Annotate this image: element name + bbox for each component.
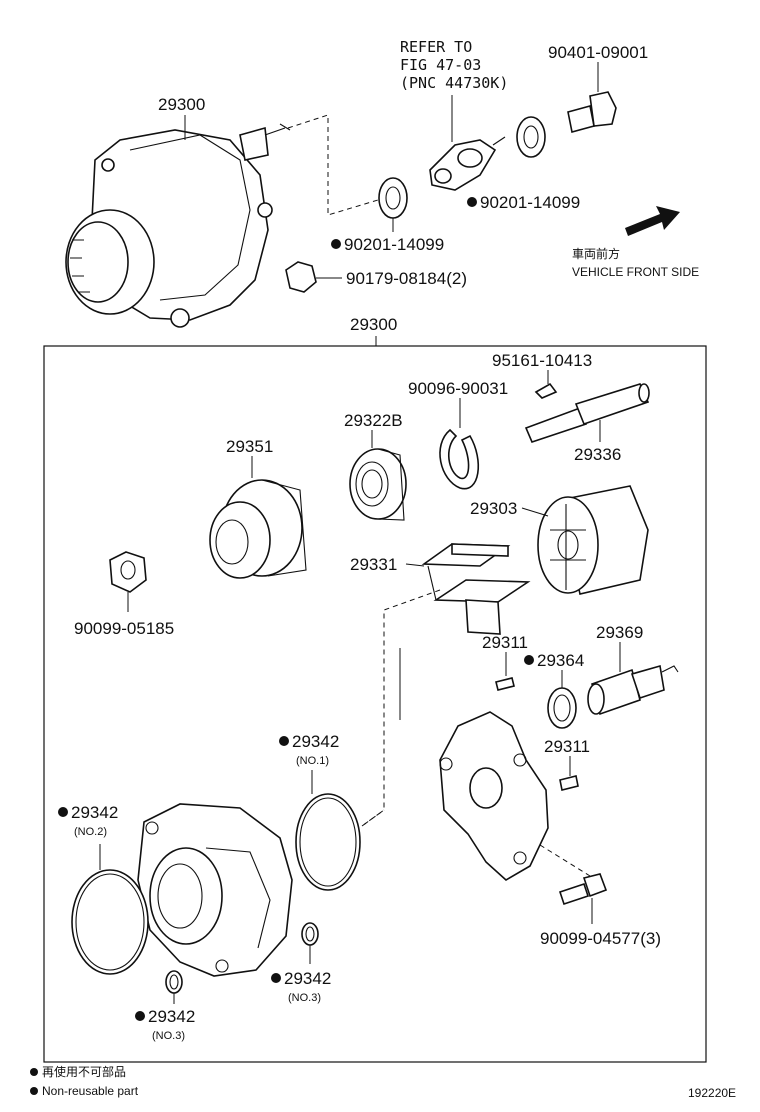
bolt-90401 <box>567 91 617 133</box>
direction-label-jp: 車両前方 <box>572 246 620 261</box>
nut-90179 <box>285 261 317 293</box>
label-90096: 90096-90031 <box>408 379 508 398</box>
rotor-29303 <box>537 485 649 595</box>
guide-line-upper <box>287 114 379 216</box>
sublabel-no3a: (NO.3) <box>288 992 321 1004</box>
legend-dot-icon <box>30 1068 38 1076</box>
o-ring-29364 <box>547 687 577 729</box>
legend-en: Non-reusable part <box>42 1084 139 1098</box>
end-cover-plate <box>439 711 549 881</box>
gear-29351 <box>209 479 307 579</box>
label-29342-no2: 29342 <box>71 803 118 822</box>
bolt-90099-04577 <box>558 873 608 906</box>
assembly-frame <box>43 345 707 1063</box>
front-direction-arrow-icon <box>625 206 680 236</box>
o-ring-29342-no1 <box>295 793 361 891</box>
key-95161 <box>534 382 558 399</box>
non-reusable-dot <box>331 239 341 249</box>
label-29342-no3a: 29342 <box>284 969 331 988</box>
non-reusable-dot <box>467 197 477 207</box>
label-90099-05185: 90099-05185 <box>74 619 174 638</box>
refer-note-line2: FIG 47-03 <box>400 56 481 74</box>
label-90179: 90179-08184(2) <box>346 269 467 288</box>
label-29311-a: 29311 <box>482 633 528 652</box>
shaft-29336 <box>524 383 650 443</box>
label-90201-b: 90201-14099 <box>480 193 580 212</box>
pump-housing <box>137 803 293 977</box>
figure-code: 192220E <box>688 1086 736 1100</box>
refer-note-line1: REFER TO <box>400 38 472 56</box>
snap-ring-90096 <box>439 428 480 490</box>
bearing-29322b <box>349 448 407 521</box>
non-reusable-dot <box>58 807 68 817</box>
label-29300-box: 29300 <box>350 315 397 334</box>
guide-line-lower <box>361 589 441 827</box>
vanes-29331 <box>421 543 531 635</box>
legend-jp: 再使用不可部品 <box>42 1064 126 1079</box>
label-29336: 29336 <box>574 445 621 464</box>
pin-29311-b <box>559 775 579 791</box>
label-29342-no3b: 29342 <box>148 1007 195 1026</box>
o-ring-29342-no3b <box>165 970 183 994</box>
refer-note-line3: (PNC 44730K) <box>400 74 508 92</box>
legend-dot-icon <box>30 1087 38 1095</box>
label-29303: 29303 <box>470 499 517 518</box>
o-ring-29342-no2 <box>71 869 149 975</box>
non-reusable-dot <box>271 973 281 983</box>
label-29342-no1: 29342 <box>292 732 339 751</box>
sublabel-no3b: (NO.3) <box>152 1030 185 1042</box>
vacuum-pump-assembly <box>65 123 291 328</box>
label-90201-a: 90201-14099 <box>344 235 444 254</box>
label-29369: 29369 <box>596 623 643 642</box>
washer-90201-a <box>378 177 408 219</box>
sensor-29369 <box>587 664 679 716</box>
washer-90201-b <box>516 116 546 158</box>
label-90401: 90401-09001 <box>548 43 648 62</box>
sublabel-no2: (NO.2) <box>74 826 107 838</box>
non-reusable-dot <box>524 655 534 665</box>
direction-label-en: VEHICLE FRONT SIDE <box>572 265 699 279</box>
label-90099-04577: 90099-04577(3) <box>540 929 661 948</box>
non-reusable-dot <box>279 736 289 746</box>
label-95161: 95161-10413 <box>492 351 592 370</box>
non-reusable-dot <box>135 1011 145 1021</box>
pipe-connector <box>429 136 506 191</box>
sublabel-no1: (NO.1) <box>296 755 329 767</box>
o-ring-29342-no3a <box>301 922 319 946</box>
label-29364: 29364 <box>537 651 584 670</box>
label-29351: 29351 <box>226 437 273 456</box>
label-29311-b: 29311 <box>544 737 590 756</box>
nut-90099-05185 <box>109 551 147 593</box>
label-29322b: 29322B <box>344 411 403 430</box>
pin-29311-a <box>495 677 515 691</box>
label-29331: 29331 <box>350 555 397 574</box>
label-29300-top: 29300 <box>158 95 205 114</box>
